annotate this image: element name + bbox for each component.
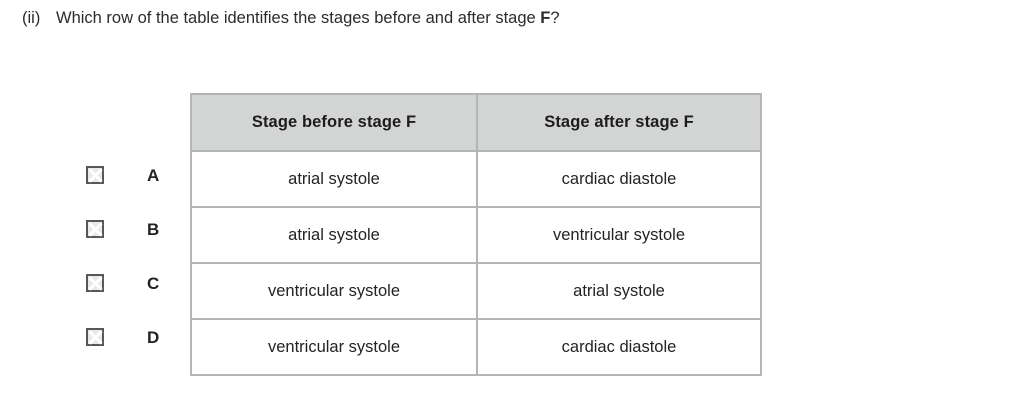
question-line: (ii) Which row of the table identifies th… <box>22 7 560 29</box>
broken-image-checkbox-icon[interactable] <box>86 274 104 292</box>
stage-options-table: Stage before stage F Stage after stage F… <box>190 93 762 376</box>
option-gutter-c: C <box>86 256 186 310</box>
table-row[interactable]: atrial systole cardiac diastole <box>190 150 762 208</box>
table-row[interactable]: atrial systole ventricular systole <box>190 206 762 264</box>
broken-image-checkbox-icon[interactable] <box>86 328 104 346</box>
cell-before-a: atrial systole <box>190 150 478 208</box>
option-letter-d: D <box>147 327 160 347</box>
table-row[interactable]: ventricular systole atrial systole <box>190 262 762 320</box>
option-gutter-d: D <box>86 310 186 364</box>
cell-after-d: cardiac diastole <box>476 318 762 376</box>
option-letter-b: B <box>147 219 160 239</box>
option-gutter-a: A <box>86 148 186 202</box>
question-stage-label: F <box>540 9 551 27</box>
question-text-tail: ? <box>550 9 560 27</box>
option-letter-c: C <box>147 273 160 293</box>
cell-before-d: ventricular systole <box>190 318 478 376</box>
option-letter-a: A <box>147 165 160 185</box>
question-number: (ii) <box>22 9 41 27</box>
cell-after-b: ventricular systole <box>476 206 762 264</box>
broken-image-checkbox-icon[interactable] <box>86 166 104 184</box>
column-header-before: Stage before stage F <box>190 93 478 152</box>
cell-after-a: cardiac diastole <box>476 150 762 208</box>
broken-image-checkbox-icon[interactable] <box>86 220 104 238</box>
option-gutter-b: B <box>86 202 186 256</box>
cell-after-c: atrial systole <box>476 262 762 320</box>
column-header-after: Stage after stage F <box>476 93 762 152</box>
question-text: Which row of the table identifies the st… <box>56 9 541 27</box>
table-row[interactable]: ventricular systole cardiac diastole <box>190 318 762 376</box>
table-header-row: Stage before stage F Stage after stage F <box>190 93 762 152</box>
cell-before-b: atrial systole <box>190 206 478 264</box>
cell-before-c: ventricular systole <box>190 262 478 320</box>
